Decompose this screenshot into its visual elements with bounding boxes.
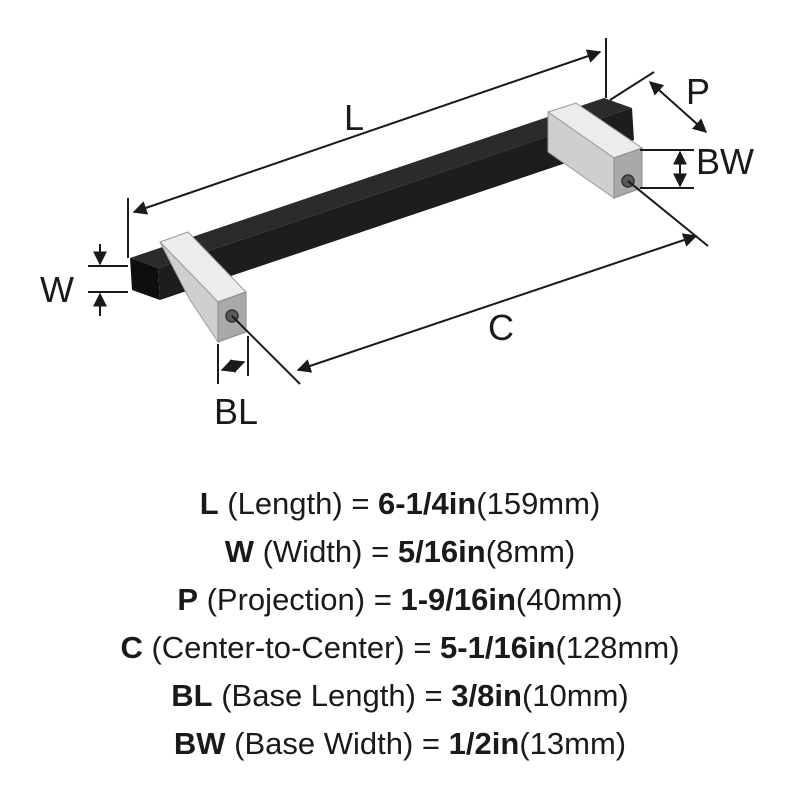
spec-value: 1/2in [448, 726, 520, 761]
spec-metric: (128mm) [555, 630, 680, 665]
spec-desc: (Width) = [253, 534, 398, 569]
spec-desc: (Projection) = [198, 582, 401, 617]
label-bw: BW [696, 141, 754, 182]
spec-desc: (Length) = [218, 486, 379, 521]
spec-value: 6-1/4in [378, 486, 477, 521]
c-dimension-line [296, 233, 698, 373]
p-dimension-line [648, 81, 708, 133]
spec-code: C [120, 630, 143, 665]
label-c: C [488, 307, 514, 348]
handle-dimension-diagram: L W P BW C BL [40, 38, 754, 432]
spec-value: 1-9/16in [400, 582, 516, 617]
spec-row-base-length: BL (Base Length) = 3/8in(10mm) [0, 672, 800, 720]
spec-metric: (8mm) [485, 534, 576, 569]
spec-code: BW [173, 726, 226, 761]
spec-row-width: W (Width) = 5/16in(8mm) [0, 528, 800, 576]
bl-dimension-line [220, 359, 246, 373]
label-l: L [344, 97, 364, 138]
spec-metric: (40mm) [515, 582, 623, 617]
p-extension [609, 71, 655, 101]
spec-code: W [224, 534, 254, 569]
bar-end-face [130, 258, 160, 300]
spec-metric: (10mm) [521, 678, 629, 713]
spec-code: P [177, 582, 198, 617]
l-dimension-line [132, 49, 602, 215]
spec-desc: (Base Length) = [212, 678, 452, 713]
spec-row-length: L (Length) = 6-1/4in(159mm) [0, 480, 800, 528]
dimension-spec-list: L (Length) = 6-1/4in(159mm) W (Width) = … [0, 480, 800, 768]
dimension-lines [88, 38, 709, 385]
label-bl: BL [214, 391, 258, 432]
spec-row-center-to-center: C (Center-to-Center) = 5-1/16in(128mm) [0, 624, 800, 672]
spec-metric: (13mm) [519, 726, 627, 761]
c-centerline-left [231, 315, 301, 385]
spec-row-projection: P (Projection) = 1-9/16in(40mm) [0, 576, 800, 624]
spec-value: 5-1/16in [440, 630, 556, 665]
label-p: P [686, 71, 710, 112]
label-w: W [40, 269, 74, 310]
spec-code: L [199, 486, 219, 521]
spec-desc: (Base Width) = [225, 726, 449, 761]
spec-metric: (159mm) [476, 486, 601, 521]
spec-code: BL [171, 678, 213, 713]
spec-row-base-width: BW (Base Width) = 1/2in(13mm) [0, 720, 800, 768]
spec-value: 3/8in [451, 678, 522, 713]
spec-value: 5/16in [397, 534, 486, 569]
spec-desc: (Center-to-Center) = [142, 630, 441, 665]
